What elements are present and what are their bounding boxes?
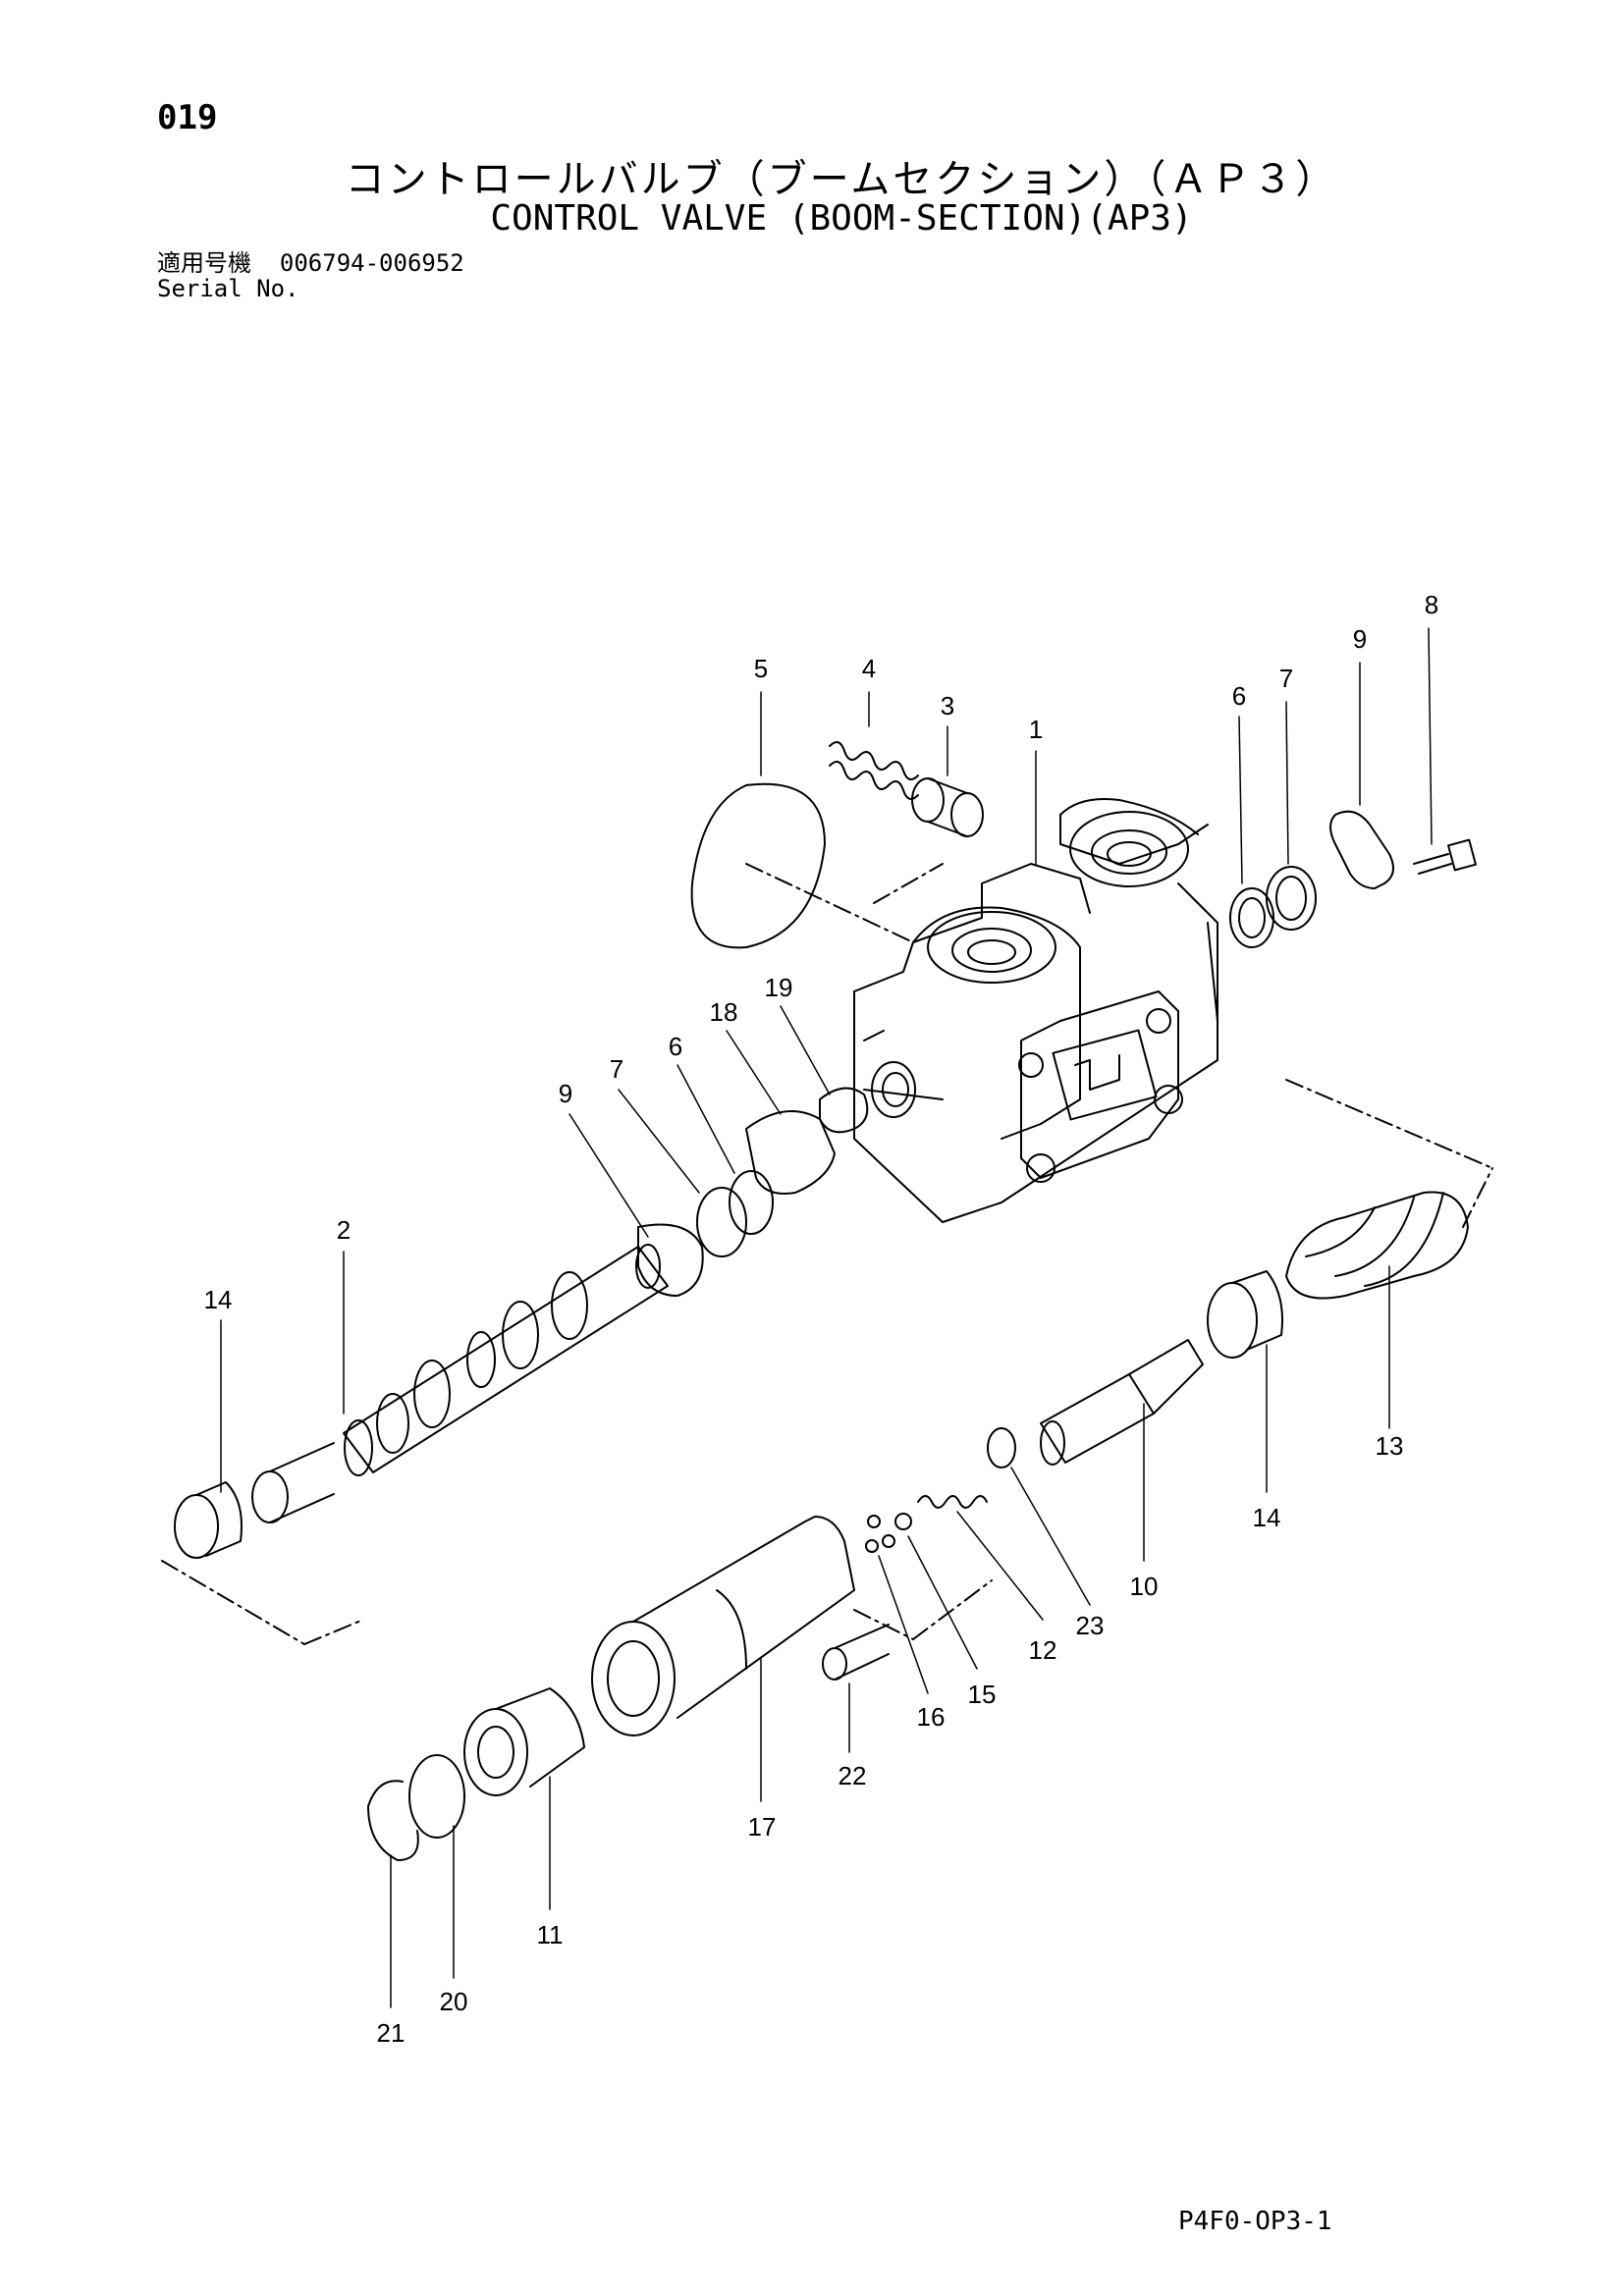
callout-12: 12 [1029, 1635, 1057, 1665]
title-english: CONTROL VALVE (BOOM-SECTION)(AP3) [490, 198, 1193, 239]
ring-7a-inner [1275, 876, 1307, 921]
ball-16b [882, 1534, 895, 1548]
poppet-3 [911, 777, 984, 837]
ring-19 [819, 1087, 869, 1134]
callout-5: 5 [754, 654, 768, 683]
ball-16c [865, 1539, 879, 1553]
spool-10 [1040, 1339, 1204, 1466]
ball-16a [867, 1515, 881, 1528]
flange-9a [1329, 810, 1394, 889]
callout-6: 6 [669, 1032, 682, 1061]
callout-9: 9 [559, 1079, 572, 1108]
callout-11: 11 [537, 1920, 564, 1949]
serial-label-jp: 適用号機 [157, 249, 251, 277]
serial-label-en: Serial No. [157, 275, 299, 302]
cup-14b-body [1231, 1270, 1283, 1351]
spring-4 [829, 741, 919, 800]
cup-14b [1207, 1282, 1258, 1359]
cap-20 [408, 1754, 465, 1839]
callout-14: 14 [204, 1285, 233, 1314]
nut-11 [463, 1687, 585, 1796]
sleeve-left-body [269, 1442, 335, 1523]
spring-13 [1285, 1191, 1469, 1300]
center-lines [161, 863, 1493, 1645]
flange-9b [637, 1223, 704, 1297]
callout-14: 14 [1253, 1503, 1281, 1532]
callout-15: 15 [968, 1680, 997, 1709]
ring-6a-inner [1238, 897, 1266, 938]
leader-lines [220, 627, 1433, 2008]
ball-15 [894, 1513, 912, 1530]
callout-9: 9 [1353, 624, 1367, 654]
callout-22: 22 [839, 1761, 867, 1790]
callout-2: 2 [337, 1215, 351, 1245]
callout-1: 1 [1029, 715, 1043, 744]
callout-23: 23 [1076, 1611, 1105, 1640]
ring-7a [1266, 866, 1317, 931]
callout-3: 3 [941, 691, 954, 721]
bolt-22 [822, 1624, 890, 1681]
callout-13: 13 [1376, 1431, 1404, 1461]
ring-6b [729, 1170, 774, 1235]
callout-4: 4 [862, 654, 876, 683]
flange-18 [745, 1110, 836, 1195]
callout-8: 8 [1425, 590, 1438, 619]
serial-block: 適用号機 006794-006952 Serial No. [157, 250, 464, 301]
ring-7b [696, 1187, 747, 1257]
snap-ring-21 [367, 1780, 419, 1861]
page-number: 019 [157, 98, 218, 137]
callout-6: 6 [1232, 681, 1246, 711]
callout-10: 10 [1130, 1572, 1159, 1601]
housing-17 [591, 1516, 855, 1736]
callout-labels: 8 9 7 6 5 4 3 1 19 18 6 7 9 2 14 13 14 1… [204, 590, 1439, 2048]
callout-7: 7 [610, 1054, 623, 1084]
callout-18: 18 [710, 997, 738, 1027]
sleeve-left [251, 1470, 289, 1523]
callout-21: 21 [377, 2018, 406, 2048]
callout-16: 16 [917, 1702, 946, 1732]
title-japanese: コントロールバルブ（ブームセクション）（ＡＰ３） [345, 157, 1338, 202]
disc-23 [987, 1427, 1016, 1468]
gasket-5 [690, 782, 826, 949]
spring-12 [917, 1495, 988, 1509]
serial-range: 006794-006952 [279, 249, 464, 277]
ring-6a [1229, 887, 1274, 948]
callout-7: 7 [1279, 664, 1293, 693]
callout-17: 17 [748, 1812, 777, 1842]
valve-body [853, 798, 1218, 1223]
callout-19: 19 [765, 973, 793, 1002]
bolt-8 [1413, 838, 1477, 875]
spool-2 [343, 1244, 669, 1476]
footer-drawing-code: P4F0-OP3-1 [1178, 2207, 1332, 2236]
callout-20: 20 [440, 1987, 468, 2016]
cup-14a [174, 1481, 243, 1559]
